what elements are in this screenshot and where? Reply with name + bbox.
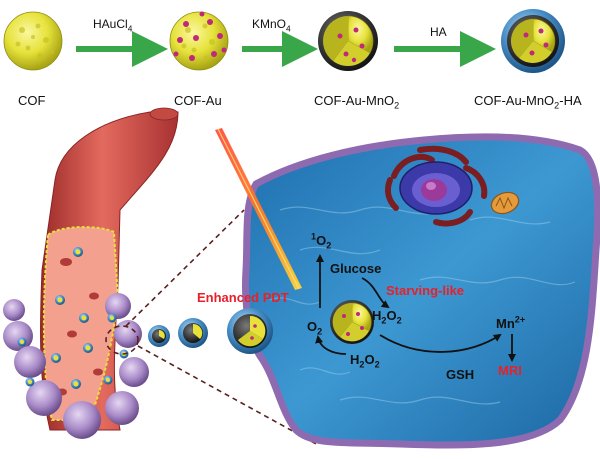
blood-vessel xyxy=(39,107,179,431)
label-gsh: GSH xyxy=(446,367,475,382)
reagent-haucl4: HAuCl4 xyxy=(93,17,133,34)
label-o2: O2 xyxy=(307,319,323,337)
mitochondrion xyxy=(490,191,520,215)
reagent-ha: HA xyxy=(430,25,447,39)
cof-particle xyxy=(3,11,63,71)
label-singlet-oxygen: 1O2 xyxy=(311,231,332,251)
cof-au-mno2-ha-particle xyxy=(501,9,565,73)
cof-au-particle xyxy=(169,11,229,71)
au-nanoparticles xyxy=(173,11,227,61)
label-h2o2-reactant: H2O2 xyxy=(350,352,380,370)
label-enhanced-pdt: Enhanced PDT xyxy=(197,290,289,305)
label-cof-au-mno2-ha: COF-Au-MnO2-HA xyxy=(474,93,582,111)
arrow-glucose-to-h2o2 xyxy=(361,277,390,309)
label-mri: MRI xyxy=(498,363,522,378)
cof-au-mno2-particle xyxy=(318,11,378,71)
nucleus-and-er xyxy=(385,145,488,227)
tumor-cell xyxy=(242,133,600,449)
label-cof: COF xyxy=(18,93,46,108)
np-small xyxy=(148,325,170,347)
laser-beam xyxy=(215,128,302,290)
arrow-h2o2-to-o2 xyxy=(315,335,347,355)
vessel-nanoparticles xyxy=(51,247,93,389)
cell-nanoparticle xyxy=(330,300,374,344)
tumor-cell-cluster xyxy=(3,293,149,439)
label-mn2plus: Mn2+ xyxy=(496,314,526,331)
arrow-to-mn xyxy=(379,333,502,353)
reagent-kmno4: KMnO4 xyxy=(252,17,291,34)
label-cof-au-mno2: COF-Au-MnO2 xyxy=(314,93,400,111)
incoming-nanoparticles xyxy=(148,308,273,354)
label-starving-like: Starving-like xyxy=(386,283,465,298)
label-h2o2-product: H2O2 xyxy=(372,308,402,326)
label-cof-au: COF-Au xyxy=(174,93,222,108)
label-glucose: Glucose xyxy=(330,261,382,276)
zoom-guide-lines xyxy=(105,209,319,446)
np-medium xyxy=(178,318,208,348)
reaction-arrows xyxy=(315,254,516,362)
np-large xyxy=(227,308,273,354)
